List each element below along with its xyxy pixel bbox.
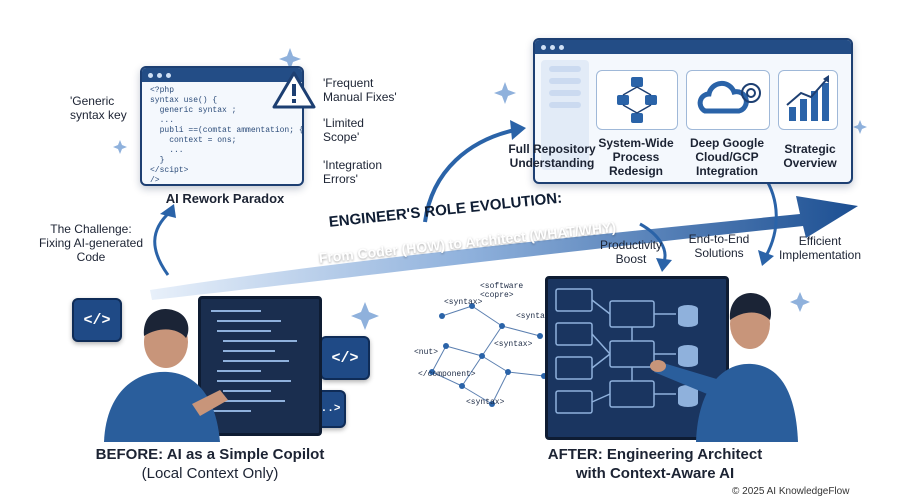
after-subtitle: with Context-Aware AI <box>575 465 735 482</box>
code-line: syntax use() { <box>150 96 218 105</box>
architect-monitor <box>545 276 729 440</box>
label-full-repo: Full Repository Understanding <box>508 142 596 170</box>
process-diagram-icon <box>617 77 657 123</box>
label-efficient: Efficient Implementation <box>778 234 862 262</box>
graph-tag: <syntax> <box>444 298 483 307</box>
code-line: publi ==(comtat ammentation; { <box>150 126 304 135</box>
label-frequent-fixes: 'Frequent Manual Fixes' <box>323 76 397 104</box>
code-icon: </> <box>72 298 122 342</box>
code-line: } <box>150 156 165 165</box>
code-line: context = ons; <box>150 136 237 145</box>
code-lines <box>211 310 297 412</box>
graph-tag: <syntax> <box>516 312 555 321</box>
before-title: BEFORE: AI as a Simple Copilot <box>95 446 325 463</box>
graph-tag: <nut> <box>414 348 439 357</box>
label-generic-syntax: 'Generic syntax key <box>70 94 127 122</box>
label-strategic: Strategic Overview <box>783 142 837 170</box>
rework-paradox-title: AI Rework Paradox <box>165 191 285 206</box>
label-integration-errors: 'Integration Errors' <box>323 158 382 186</box>
label-productivity: Productivity Boost <box>599 238 663 266</box>
label-deep-google: Deep Google Cloud/GCP Integration <box>689 136 764 178</box>
developer-after <box>650 293 798 442</box>
architecture-diagram <box>555 288 698 414</box>
code-line: </scipt> <box>150 166 189 175</box>
dashboard-sidebar <box>541 60 589 170</box>
copyright: © 2025 AI KnowledgeFlow <box>732 486 850 497</box>
label-end-to-end: End-to-End Solutions <box>688 232 750 260</box>
knowledge-graph <box>429 303 547 407</box>
graph-tag: <software <copre> <box>480 282 524 300</box>
label-limited-scope: 'Limited Scope' <box>323 116 364 144</box>
before-subtitle: (Local Context Only) <box>141 465 279 482</box>
developer-before <box>104 309 228 442</box>
warning-icon <box>272 71 316 109</box>
chart-card <box>778 70 838 130</box>
process-card <box>596 70 678 130</box>
label-system-wide: System-Wide Process Redesign <box>598 136 674 178</box>
graph-tag: <syntax> <box>466 398 505 407</box>
code-line: generic syntax ; <box>150 106 237 115</box>
code-line: /> <box>150 176 160 185</box>
cloud-card <box>686 70 770 130</box>
after-title: AFTER: Engineering Architect <box>547 446 763 463</box>
arrow-to-top-right <box>423 128 516 223</box>
bar-chart-icon <box>786 75 829 121</box>
graph-tag: <syntax> <box>494 340 533 349</box>
before-monitor <box>198 296 322 436</box>
code-line: ... <box>150 146 184 155</box>
label-challenge: The Challenge: Fixing AI-generated Code <box>38 222 144 264</box>
cloud-icon <box>697 80 761 114</box>
arrow-challenge-up <box>153 210 172 276</box>
arrow-productivity-down <box>639 222 667 263</box>
code-icon: </> <box>320 336 370 380</box>
graph-tag: </component> <box>418 370 476 379</box>
code-line: ... <box>150 116 175 125</box>
code-line: <?php <box>150 86 175 95</box>
